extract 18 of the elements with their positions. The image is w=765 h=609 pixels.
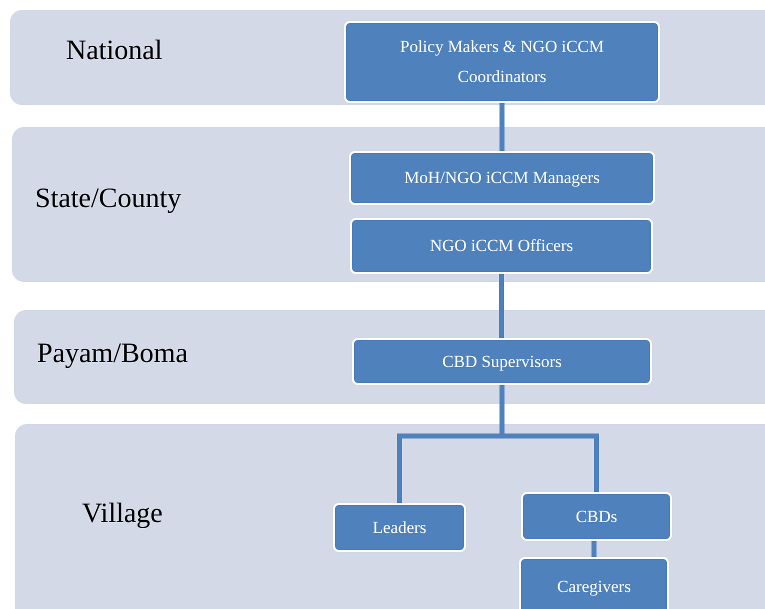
role-box: MoH/NGO iCCM Managers	[349, 151, 655, 205]
level-heading: National	[66, 37, 162, 65]
level-heading: Village	[82, 500, 163, 528]
connector-line	[592, 541, 596, 557]
level-band	[10, 10, 765, 105]
level-band	[12, 127, 765, 282]
role-box: Leaders	[333, 503, 466, 552]
level-heading: Payam/Boma	[37, 340, 188, 368]
level-band	[14, 310, 765, 404]
role-box: CBDs	[521, 492, 672, 541]
connector-line	[500, 103, 504, 151]
role-box: Policy Makers & NGO iCCM Coordinators	[344, 21, 660, 103]
connector-line	[499, 274, 504, 338]
level-band	[15, 424, 765, 609]
role-box: NGO iCCM Officers	[350, 218, 653, 274]
role-box: Caregivers	[519, 557, 669, 609]
level-heading: State/County	[35, 185, 182, 213]
role-box: CBD Supervisors	[352, 338, 652, 385]
